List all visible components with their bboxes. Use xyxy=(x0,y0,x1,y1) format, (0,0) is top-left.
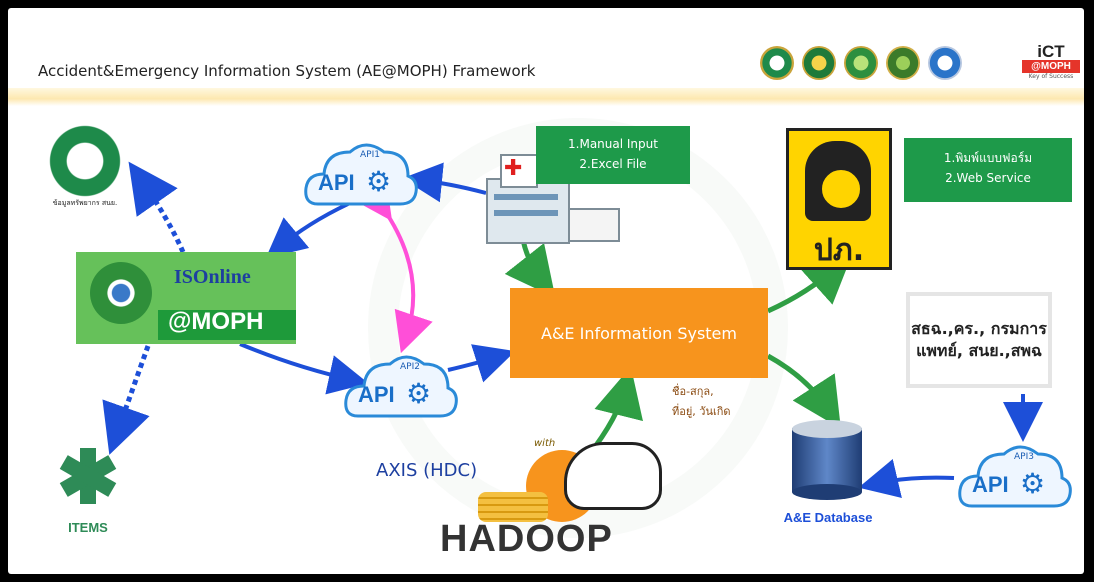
api3-text: API xyxy=(972,472,1009,497)
hadoop-fields-line-1: ชื่อ-สกุล, xyxy=(672,385,714,398)
arrow-api2-to-system xyxy=(447,344,516,383)
nhso-logo-icon xyxy=(844,46,878,80)
seal-icon xyxy=(819,167,863,211)
coin-stack-icon xyxy=(478,492,548,522)
arrow-hospital-to-system xyxy=(504,239,556,298)
gear-icon: ⚙ xyxy=(1020,467,1046,500)
moph-band xyxy=(158,310,296,340)
ae-information-system-box: A&E Information System xyxy=(510,288,768,378)
tagline: Key of Success xyxy=(1028,73,1074,80)
hospital-building-icon: ✚ xyxy=(486,148,626,244)
api2-cloud: API2 API ⚙ xyxy=(344,350,458,422)
agencies-box: สธฉ.,คร., กรมการแพทย์, สนย.,สพฉ xyxy=(906,292,1052,388)
arrow-hospital-to-api1 xyxy=(402,162,487,203)
hadoop-fields-line-2: ที่อยู่, วันเกิด xyxy=(672,405,731,418)
api2-label: API2 xyxy=(400,362,420,372)
dpm-logo-text: ปภ. xyxy=(813,233,865,268)
ministry-seal-icon xyxy=(802,46,836,80)
gear-icon: ⚙ xyxy=(406,377,432,410)
agencies-label: สธฉ.,คร., กรมการแพทย์, สนย.,สพฉ xyxy=(911,319,1047,360)
arrow-api3-to-database xyxy=(858,459,955,498)
arrow-api1-api2-sync xyxy=(352,176,433,354)
slide: Accident&Emergency Information System (A… xyxy=(8,8,1084,574)
moph-caption: ข้อมูลทรัพยากร สนย. xyxy=(52,199,118,207)
ems-star-icon xyxy=(59,448,117,504)
api3-label: API3 xyxy=(1014,452,1034,462)
page-title: Accident&Emergency Information System (A… xyxy=(38,62,536,80)
dotted-arrow-isonline-to-items xyxy=(102,345,151,455)
axis-hdc-label: AXIS (HDC) xyxy=(376,460,478,481)
isonline-sub: @MOPH xyxy=(168,308,264,335)
arrow-system-to-police xyxy=(766,252,853,314)
input-line-2: 2.Excel File xyxy=(579,157,647,171)
dotted-arrow-isonline-to-moph xyxy=(128,161,186,254)
ict-moph-logo: iCT @MOPH Key of Success xyxy=(1022,42,1080,80)
dpm-line-2: 2.Web Service xyxy=(945,171,1031,185)
items-label: ITEMS xyxy=(68,520,108,535)
header-logos xyxy=(760,46,962,80)
database-label: A&E Database xyxy=(783,510,873,525)
input-line-1: 1.Manual Input xyxy=(568,137,658,151)
network-hub-icon xyxy=(90,262,152,324)
api3-cloud: API3 API ⚙ xyxy=(958,440,1072,512)
dpm-logo: ปภ. xyxy=(786,128,892,270)
gear-icon: ⚙ xyxy=(366,165,392,198)
ambulance-icon xyxy=(568,208,620,242)
cloud-icon xyxy=(304,143,418,206)
dpm-input-box: 1.พิมพ์แบบฟอร์ม 2.Web Service xyxy=(904,138,1072,202)
cloud-icon xyxy=(344,355,458,418)
ems-star-logo-icon xyxy=(928,46,962,80)
core-system-label: A&E Information System xyxy=(541,323,737,343)
api1-cloud: API1 API ⚙ xyxy=(304,138,418,210)
hadoop-with: with xyxy=(534,438,556,449)
hadoop-label: HADOOP xyxy=(440,518,613,560)
header-band xyxy=(8,88,1084,106)
arrow-system-to-database xyxy=(766,353,841,429)
api2-text: API xyxy=(358,382,395,407)
arrow-isonline-to-api2 xyxy=(239,342,369,395)
elephant-icon xyxy=(564,442,662,510)
ict-text: iCT xyxy=(1037,42,1065,61)
moph-logo-icon xyxy=(760,46,794,80)
arrows-layer xyxy=(102,161,1043,498)
department-seal-icon xyxy=(886,46,920,80)
arrow-api1-to-isonline xyxy=(265,202,349,259)
red-cross-icon: ✚ xyxy=(504,156,523,181)
database-icon xyxy=(792,420,862,500)
moph-seal-icon xyxy=(48,124,122,198)
isonline-title: ISOnline xyxy=(174,266,251,288)
isonline-moph-box: ISOnline @MOPH xyxy=(76,252,296,344)
api1-label: API1 xyxy=(360,150,380,160)
input-methods-box: 1.Manual Input 2.Excel File xyxy=(536,126,690,184)
cloud-icon xyxy=(958,445,1072,508)
hadoop-fields: ชื่อ-สกุล, ที่อยู่, วันเกิด xyxy=(672,382,731,422)
api1-text: API xyxy=(318,170,355,195)
dpm-line-1: 1.พิมพ์แบบฟอร์ม xyxy=(943,151,1033,165)
moph-tag: @MOPH xyxy=(1022,60,1080,73)
